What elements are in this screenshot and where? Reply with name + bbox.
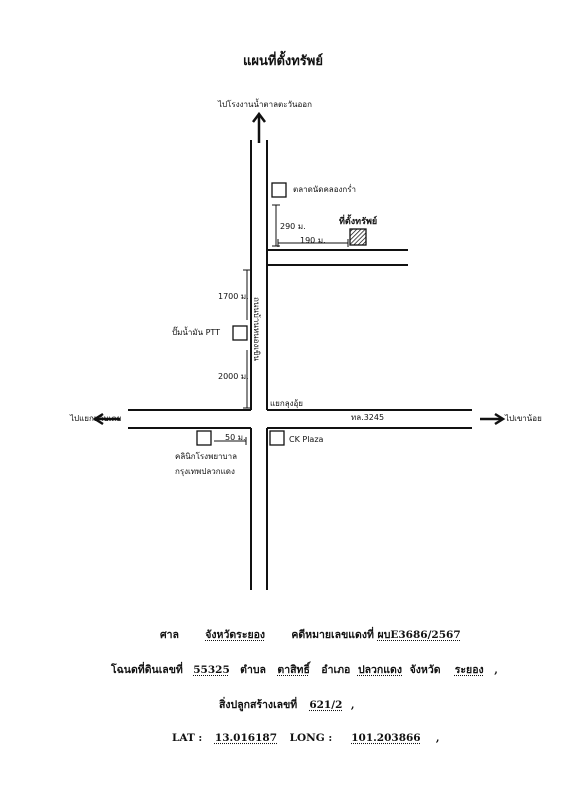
label-dist-2000: 2000 ม. [218,372,249,381]
province-label: จังหวัด [409,664,441,676]
subdistrict-label: ตำบล [240,664,266,676]
province-value: ระยอง [454,664,484,676]
lat-label: LAT : [172,732,203,744]
label-to-east: ไปเขาน้อย [505,414,542,423]
court-label: ศาล [160,629,179,641]
market-box [271,182,287,198]
deed-label: โฉนดที่ดินเลขที่ [111,664,183,676]
label-dist-50: 50 ม. [225,433,246,442]
map-title: แผนที่ตั้งทรัพย์ [243,54,323,69]
long-label: LONG : [289,732,333,744]
case-label: คดีหมายเลขแดงที่ [291,629,374,641]
label-clinic-line1: คลินิกโรงพยาบาล [175,452,237,461]
label-ck-plaza: CK Plaza [289,435,324,444]
form-row-deed: โฉนดที่ดินเลขที่ 55325 ตำบล ตาสิทธิ์ อำเ… [111,661,498,678]
form-row-building: สิ่งปลูกสร้างเลขที่ 621/2, [219,699,355,711]
clinic-box [196,430,212,446]
label-to-north: ไปโรงงานน้ำตาลตะวันออก [218,100,312,109]
long-value: 101.203866 [351,732,421,744]
label-road-no: ทล.3245 [351,413,385,422]
district-value: ปลวกแดง [357,664,403,676]
label-dist-290: 290 ม. [280,222,306,231]
label-junction: แยกลุงอุ้ย [270,399,303,408]
label-gas-station: ปั๊มน้ำมัน PTT [172,328,221,337]
label-to-west: ไปแยกมาบเตย [70,414,122,423]
label-property: ที่ตั้งทรัพย์ [339,217,378,227]
form-row-court: ศาล จังหวัดระยอง คดีหมายเลขแดงที่ ผบE368… [160,626,461,643]
ck-plaza-box [269,430,285,446]
label-dist-1700: 1700 ม. [218,292,249,301]
label-clinic-line2: กรุงเทพปลวกแดง [175,467,235,476]
label-dist-190: 190 ม. [300,236,326,245]
court-value: จังหวัดระยอง [205,629,266,641]
label-market: ตลาดนัดคลองกร่ำ [293,185,357,194]
lat-value: 13.016187 [214,732,278,744]
gas-station-box [232,325,248,341]
deed-value: 55325 [193,664,230,676]
case-value: ผบE3686/2567 [377,629,461,641]
property-box [349,228,367,246]
form-row-coordinates: LAT : 13.016187 LONG : 101.203866, [172,732,440,744]
building-label: สิ่งปลูกสร้างเลขที่ [219,699,298,711]
subdistrict-value: ตาสิทธิ์ [277,664,310,676]
building-value: 621/2 [309,699,343,711]
label-road-vertical: ถนนบ้านหนองเขิน [252,297,261,361]
district-label: อำเภอ [321,664,351,676]
